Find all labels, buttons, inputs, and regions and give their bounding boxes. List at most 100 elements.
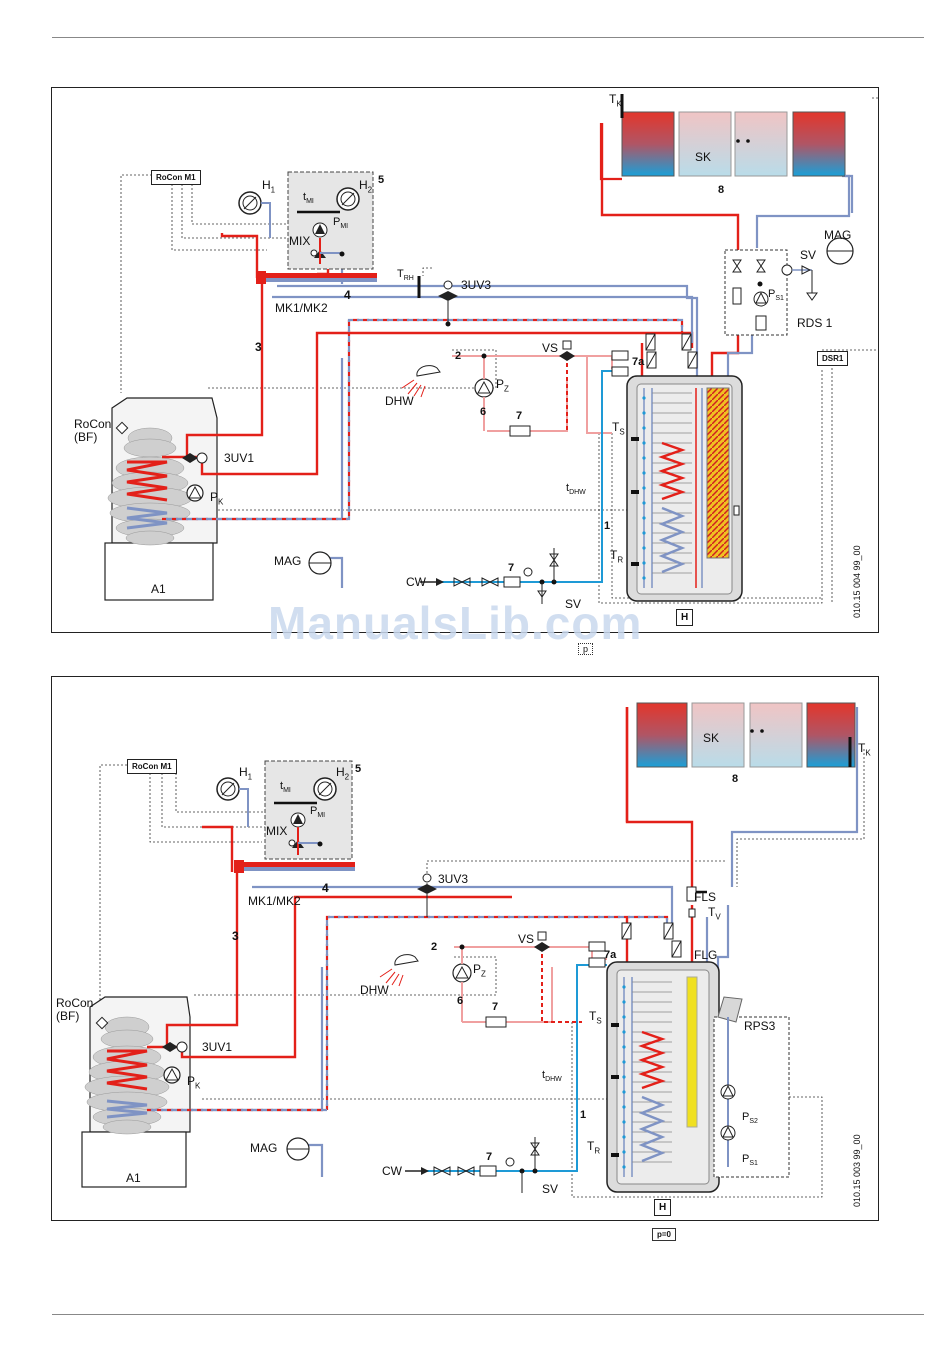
num2-label-2: 2 bbox=[431, 941, 438, 953]
num7b-label-2: 7 bbox=[486, 1151, 493, 1163]
h1-label: H1 bbox=[262, 178, 276, 195]
valve-3uv1-2 bbox=[162, 1041, 188, 1053]
ts-label: TS bbox=[612, 420, 625, 437]
rocon-bf-label: RoCon(BF) bbox=[74, 417, 112, 444]
top-rule bbox=[52, 37, 924, 38]
valve-vs-2 bbox=[534, 931, 550, 952]
rds1-label: RDS 1 bbox=[797, 316, 833, 330]
heating-circuit-h2-2 bbox=[313, 777, 337, 801]
mixer-components-2 bbox=[274, 801, 323, 855]
pump-pk-2 bbox=[163, 1066, 181, 1084]
mag-label-2: MAG bbox=[250, 1141, 278, 1155]
pz-label-2: PZ bbox=[473, 962, 486, 979]
cold-water-inlet-2 bbox=[405, 1137, 540, 1193]
control-lines bbox=[120, 97, 878, 604]
manifold-cold bbox=[257, 278, 377, 282]
flg-label: FLG bbox=[694, 948, 718, 962]
tdhw-label: tDHW bbox=[566, 482, 586, 497]
num4-label: 4 bbox=[344, 288, 351, 302]
mag-label: MAG bbox=[274, 554, 302, 568]
pmi-label-2: PMI bbox=[310, 805, 326, 820]
tk-label: TK bbox=[609, 92, 622, 109]
tank-flow-meters-2 bbox=[621, 922, 682, 958]
num1-label-2: 1 bbox=[580, 1109, 587, 1121]
rps3-label: RPS3 bbox=[744, 1019, 776, 1033]
vs-label: VS bbox=[542, 341, 559, 355]
vs-label-2: VS bbox=[518, 932, 535, 946]
heating-circuit-h2 bbox=[336, 187, 360, 211]
dsr1-label: DSR1 bbox=[817, 351, 849, 366]
num7b-label: 7 bbox=[508, 562, 515, 574]
pk-label: PK bbox=[210, 490, 224, 507]
valve-3uv3 bbox=[438, 280, 458, 327]
tr-label: TR bbox=[610, 548, 624, 565]
check-valve-7a bbox=[611, 350, 629, 377]
h-box-2: H bbox=[654, 1199, 672, 1216]
fls-label: FLS bbox=[694, 890, 717, 904]
ps1-label-2: PS1 bbox=[742, 1153, 758, 1168]
sk-label: SK bbox=[695, 150, 712, 164]
valve-3uv1 bbox=[182, 452, 208, 464]
diagram-1-svg bbox=[104, 94, 878, 604]
num2-label: 2 bbox=[455, 350, 462, 362]
sv-label-2: SV bbox=[542, 1182, 559, 1196]
manifold-end bbox=[256, 271, 266, 284]
diagram-1-code: 010.15 004 99_00 bbox=[852, 545, 862, 618]
heating-circuit-h1 bbox=[238, 191, 271, 238]
dhw-pipes-2 bbox=[422, 946, 607, 1172]
p-mark-1: p bbox=[578, 643, 594, 655]
rocon-m1-label: RoCon M1 bbox=[151, 170, 201, 185]
watermark: ManualsLib.com bbox=[268, 597, 643, 649]
mix-label: MIX bbox=[289, 234, 311, 248]
num6-label: 6 bbox=[480, 406, 487, 418]
h2-label-2: H2 bbox=[336, 765, 350, 782]
dhw-outlet-2 bbox=[379, 954, 419, 987]
diagram-2: RoCon M1 H1 H2 5 tMI PMI MIX MK1/MK2 3 4… bbox=[51, 676, 879, 1221]
num6-label-2: 6 bbox=[457, 995, 464, 1007]
mag2-label: MAG bbox=[824, 228, 852, 242]
num5-label-2: 5 bbox=[355, 763, 362, 775]
tv-label: TV bbox=[708, 905, 721, 922]
flow-sensors-fls-flg bbox=[686, 886, 707, 918]
a1-label: A1 bbox=[151, 582, 166, 596]
trh-label: TRH bbox=[397, 268, 414, 283]
heat-generator-a1 bbox=[104, 397, 218, 601]
ps2-label: PS2 bbox=[742, 1111, 758, 1126]
num7-label-2: 7 bbox=[492, 1001, 499, 1013]
valve-3uv3-2 bbox=[417, 873, 437, 917]
num7-label: 7 bbox=[516, 410, 523, 422]
tmi-label-2: tMI bbox=[280, 780, 291, 795]
sv-label: SV bbox=[565, 597, 582, 611]
num7a-label: 7a bbox=[632, 356, 645, 368]
ts-label-2: TS bbox=[589, 1009, 602, 1026]
p-mark-2: p=0 bbox=[652, 1228, 677, 1241]
check-valve-7a-2 bbox=[588, 941, 606, 968]
sk-label-2: SK bbox=[703, 731, 720, 745]
storage-tank-2 bbox=[606, 961, 720, 1193]
uv3-label: 3UV3 bbox=[461, 278, 492, 292]
mixer-components bbox=[297, 210, 345, 264]
check-valve-7 bbox=[509, 425, 531, 437]
expansion-vessel-mag bbox=[308, 551, 332, 575]
dashed-flow-blue bbox=[162, 318, 684, 521]
num7a-label-2: 7a bbox=[604, 949, 617, 961]
num8-label-2: 8 bbox=[732, 773, 739, 785]
sv2-label: SV bbox=[800, 248, 817, 262]
pk-label-2: PK bbox=[187, 1074, 201, 1091]
valve-vs bbox=[559, 340, 575, 361]
rocon-bf-label-2: RoCon(BF) bbox=[56, 996, 94, 1023]
cold-water-inlet bbox=[420, 548, 559, 604]
heating-circuit-h1-2 bbox=[216, 777, 249, 827]
diagram-2-svg bbox=[81, 702, 865, 1198]
manifold-end-2 bbox=[234, 860, 244, 873]
tank-flow-meters bbox=[645, 333, 698, 369]
diagram-1: RoCon M1 H1 H2 5 tMI PMI MIX MK1/MK2 3 4… bbox=[51, 87, 879, 633]
dashed-flow-red bbox=[162, 318, 684, 521]
num1-label: 1 bbox=[604, 520, 611, 532]
tr-label-2: TR bbox=[587, 1139, 601, 1156]
cw-label: CW bbox=[406, 575, 426, 589]
uv1-label-2: 3UV1 bbox=[202, 1040, 233, 1054]
rocon-m1-label-2: RoCon M1 bbox=[127, 759, 177, 774]
dashed-flow-blue-2 bbox=[147, 915, 669, 1112]
dhw-label: DHW bbox=[385, 394, 414, 408]
